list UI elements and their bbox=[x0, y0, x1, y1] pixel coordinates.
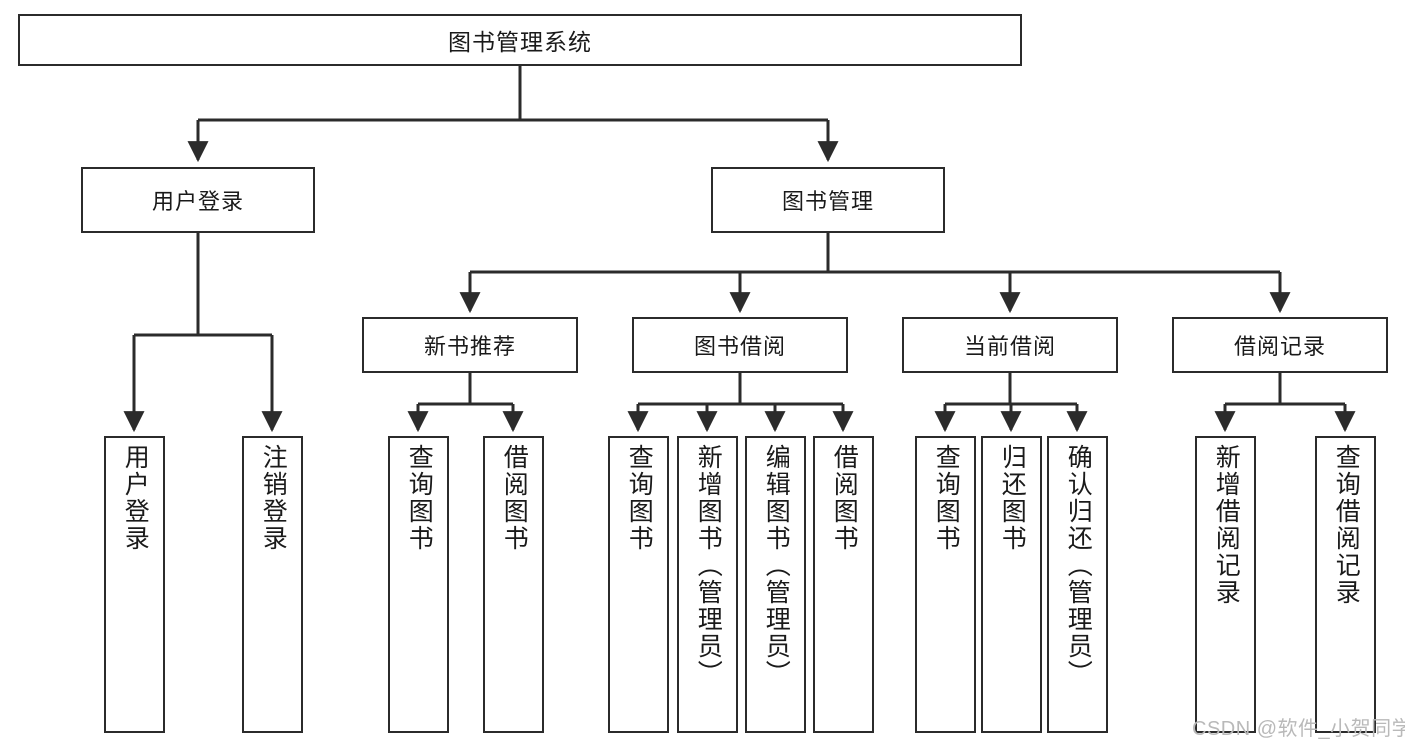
node-leaf-edit-book-label: 编辑图书（管理员） bbox=[762, 444, 791, 687]
node-leaf-add-record[interactable]: 新增借阅记录 bbox=[1195, 436, 1256, 733]
node-new-book-rec-label: 新书推荐 bbox=[423, 334, 516, 359]
node-leaf-borrow-book-1[interactable]: 借阅图书 bbox=[483, 436, 544, 733]
node-leaf-return-book-label: 归还图书 bbox=[998, 444, 1027, 552]
node-leaf-query-book-1[interactable]: 查询图书 bbox=[388, 436, 449, 733]
node-book-manage[interactable]: 图书管理 bbox=[711, 167, 945, 233]
node-root-label: 图书管理系统 bbox=[448, 29, 592, 55]
node-user-login[interactable]: 用户登录 bbox=[81, 167, 315, 233]
node-leaf-borrow-book-1-label: 借阅图书 bbox=[500, 444, 529, 552]
node-leaf-query-book-2[interactable]: 查询图书 bbox=[608, 436, 669, 733]
node-borrow-record-label: 借阅记录 bbox=[1233, 334, 1326, 359]
node-leaf-confirm-return-label: 确认归还（管理员） bbox=[1064, 444, 1093, 687]
node-user-login-label: 用户登录 bbox=[151, 189, 244, 214]
node-leaf-borrow-book-2-label: 借阅图书 bbox=[830, 444, 859, 552]
node-leaf-logout-label: 注销登录 bbox=[259, 444, 288, 552]
node-leaf-add-book[interactable]: 新增图书（管理员） bbox=[677, 436, 738, 733]
node-current-borrow-label: 当前借阅 bbox=[963, 334, 1056, 359]
node-leaf-query-book-2-label: 查询图书 bbox=[625, 444, 654, 552]
node-book-manage-label: 图书管理 bbox=[781, 189, 874, 214]
node-leaf-add-record-label: 新增借阅记录 bbox=[1212, 444, 1241, 606]
node-current-borrow[interactable]: 当前借阅 bbox=[902, 317, 1118, 373]
node-book-borrow-label: 图书借阅 bbox=[693, 334, 786, 359]
node-leaf-confirm-return[interactable]: 确认归还（管理员） bbox=[1047, 436, 1108, 733]
node-leaf-logout[interactable]: 注销登录 bbox=[242, 436, 303, 733]
node-root[interactable]: 图书管理系统 bbox=[18, 14, 1022, 66]
node-leaf-edit-book[interactable]: 编辑图书（管理员） bbox=[745, 436, 806, 733]
node-book-borrow[interactable]: 图书借阅 bbox=[632, 317, 848, 373]
node-leaf-query-book-1-label: 查询图书 bbox=[405, 444, 434, 552]
node-new-book-rec[interactable]: 新书推荐 bbox=[362, 317, 578, 373]
node-leaf-query-book-3[interactable]: 查询图书 bbox=[915, 436, 976, 733]
node-leaf-add-book-label: 新增图书（管理员） bbox=[694, 444, 723, 687]
node-leaf-return-book[interactable]: 归还图书 bbox=[981, 436, 1042, 733]
node-leaf-query-record[interactable]: 查询借阅记录 bbox=[1315, 436, 1376, 733]
node-leaf-query-book-3-label: 查询图书 bbox=[932, 444, 961, 552]
node-borrow-record[interactable]: 借阅记录 bbox=[1172, 317, 1388, 373]
node-leaf-user-login[interactable]: 用户登录 bbox=[104, 436, 165, 733]
node-leaf-query-record-label: 查询借阅记录 bbox=[1332, 444, 1361, 606]
node-leaf-user-login-label: 用户登录 bbox=[121, 444, 150, 552]
node-leaf-borrow-book-2[interactable]: 借阅图书 bbox=[813, 436, 874, 733]
